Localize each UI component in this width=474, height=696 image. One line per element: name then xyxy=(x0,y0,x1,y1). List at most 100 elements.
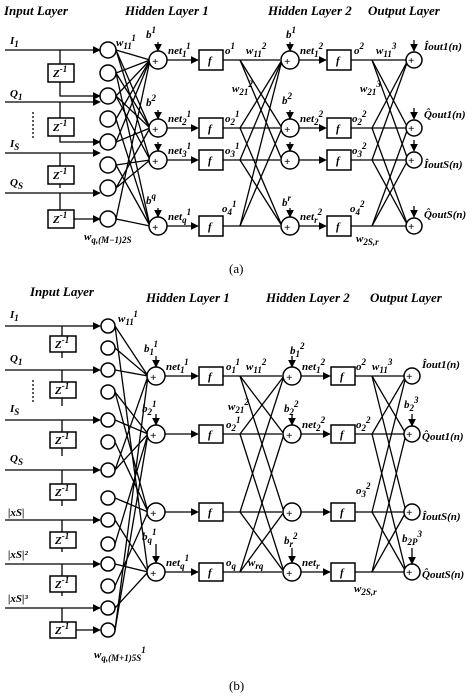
svg-text:+: + xyxy=(406,371,412,383)
net1-label-a: net31 xyxy=(168,141,191,159)
header-output-layer-a: Output Layer xyxy=(368,3,441,18)
header-input-layer-a: Input Layer xyxy=(3,3,69,18)
o2-label-a: o2 xyxy=(354,41,365,57)
svg-text:+: + xyxy=(286,430,292,442)
svg-text:+: + xyxy=(408,123,414,135)
svg-text:+: + xyxy=(152,56,158,68)
net1-label-b: netq1 xyxy=(166,553,189,571)
o2-label-b: o2 xyxy=(356,357,367,373)
output-label-b: Q̂out1(n) xyxy=(422,430,464,443)
input-node-a xyxy=(99,87,117,105)
w11-2-label-b: w112 xyxy=(246,357,267,375)
bias1-label-b: bq1 xyxy=(142,527,157,545)
input-label-b: QS xyxy=(10,453,23,467)
svg-text:f: f xyxy=(340,567,345,579)
o2-label-a: o42 xyxy=(350,199,365,217)
svg-text:+: + xyxy=(286,372,292,384)
input-label-b: |xS| xyxy=(8,507,24,519)
input-node-a xyxy=(99,156,117,174)
diagram-b: Input Layer Hidden Layer 1 Hidden Layer … xyxy=(5,284,464,693)
svg-text:f: f xyxy=(336,221,341,233)
svg-text:f: f xyxy=(340,507,345,519)
svg-text:Z-1: Z-1 xyxy=(54,335,69,351)
output-label-a: Îout1(n) xyxy=(423,41,462,53)
net1-label-a: netq1 xyxy=(168,207,191,225)
output-sum-nodes-a: ++ ++ xyxy=(405,40,423,235)
output-label-a: Q̂out1(n) xyxy=(424,108,466,121)
bias2-label-b: b12 xyxy=(290,341,305,359)
svg-text:+: + xyxy=(408,55,414,67)
bias1-label-a: bq xyxy=(146,191,157,207)
caption-a: (a) xyxy=(229,261,243,276)
w2S-label-a: w2S,r xyxy=(356,233,379,247)
o1-label-a: o1 xyxy=(225,41,235,57)
svg-text:+: + xyxy=(152,124,158,136)
delay-label-a2: Z-1 xyxy=(52,118,67,134)
input-node-a xyxy=(99,64,117,82)
o2-label-b: o32 xyxy=(356,481,371,499)
output-label-b: Îout1(n) xyxy=(421,359,460,371)
net2-label-b: net12 xyxy=(302,357,326,375)
diagram-a: Input Layer Hidden Layer 1 Hidden Layer … xyxy=(3,3,466,276)
svg-text:+: + xyxy=(152,156,158,168)
w21-2-label-b: w212 xyxy=(228,397,249,415)
svg-text:f: f xyxy=(208,371,213,383)
input-node-a xyxy=(99,133,117,151)
input-node-a xyxy=(99,179,117,197)
svg-text:+: + xyxy=(152,222,158,234)
w11-2-label-a: w112 xyxy=(246,41,267,59)
bias2-label-a: b2 xyxy=(282,91,293,107)
hidden1-sum-nodes-b: ++ ++ xyxy=(146,356,166,582)
o1-label-b: oq xyxy=(226,557,237,571)
svg-text:f: f xyxy=(336,55,341,67)
net1-label-b: net11 xyxy=(166,357,189,375)
o1-label-a: o41 xyxy=(222,199,237,217)
input-label-b: |xS|² xyxy=(8,549,28,561)
svg-text:+: + xyxy=(150,372,156,384)
delay-block-a3 xyxy=(47,165,75,185)
output-label-b: Q̂outS(n) xyxy=(422,568,464,581)
header-output-layer-b: Output Layer xyxy=(370,290,443,305)
net1-label-a: net11 xyxy=(168,41,191,59)
input-node-a xyxy=(99,110,117,128)
svg-text:Z-1: Z-1 xyxy=(54,621,69,637)
input-label-b: I1 xyxy=(9,309,19,323)
delay-label-a4: Z-1 xyxy=(52,210,67,226)
input-label-b: IS xyxy=(9,403,19,417)
o2-label-a: o22 xyxy=(352,109,367,127)
svg-text:Z-1: Z-1 xyxy=(54,483,69,499)
svg-text:f: f xyxy=(208,221,213,233)
input-node-a xyxy=(99,210,117,228)
delay-label-a1: Z-1 xyxy=(52,64,67,80)
bias3-label-b: b23 xyxy=(404,395,419,413)
w21-3-label-a: w213 xyxy=(360,79,381,97)
delay-block-a1 xyxy=(47,63,75,83)
bias1-label-a: b2 xyxy=(146,93,157,109)
hidden2-activation-b: f f f f xyxy=(301,366,356,582)
input-node-a xyxy=(99,41,117,59)
input-lines-b xyxy=(5,322,101,612)
output-sum-nodes-b: ++ ++ xyxy=(403,367,421,581)
svg-text:+: + xyxy=(406,429,412,441)
w21-2-label-a: w212 xyxy=(232,79,253,97)
output-label-a: Q̂outS(n) xyxy=(424,208,466,221)
hidden1-activation-a: f f f f xyxy=(167,49,224,237)
svg-text:f: f xyxy=(208,507,213,519)
bias2-label-a: b1 xyxy=(286,25,296,41)
svg-text:f: f xyxy=(336,155,341,167)
weight-label-b: w111 xyxy=(118,309,138,327)
input-label-QS: QS xyxy=(10,177,23,191)
w11-3-label-a: w113 xyxy=(376,41,397,59)
hidden2-to-output-wires-b xyxy=(355,375,407,573)
o2-label-a: o32 xyxy=(352,141,367,159)
svg-text:+: + xyxy=(150,568,156,580)
hidden2-sum-nodes-b: ++ ++ xyxy=(282,356,302,582)
net2-label-b: netr xyxy=(302,557,320,571)
input-to-hidden1-wires-b xyxy=(114,325,149,631)
svg-text:Z-1: Z-1 xyxy=(54,381,69,397)
weight-label-b: wq,(M+1)5S1 xyxy=(94,645,146,663)
output-label-a: ÎoutS(n) xyxy=(423,159,463,171)
svg-text:Z-1: Z-1 xyxy=(54,575,69,591)
o2-label-b: o22 xyxy=(356,415,371,433)
